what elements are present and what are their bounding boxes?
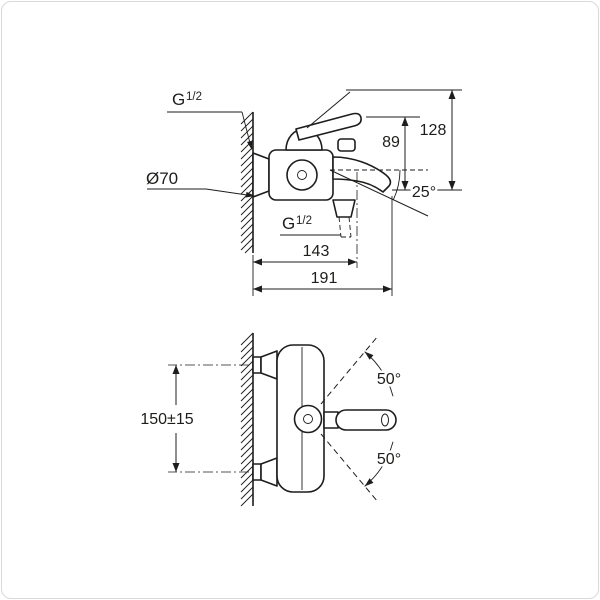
dim-spout-angle: 25° <box>329 169 439 217</box>
valve-body <box>268 149 334 201</box>
wall-section-bottom <box>240 332 254 507</box>
cartridge-circle <box>286 159 318 191</box>
mixer-plan-view <box>252 344 397 493</box>
inlet-union-upper <box>260 350 278 380</box>
diverter-knob <box>337 138 356 152</box>
dim-150: 150±15 <box>138 365 196 472</box>
bottom-view: 50° 50° 150±15 <box>138 332 404 507</box>
inlet-thread-leader <box>241 111 251 144</box>
angle-slope-line <box>329 169 429 217</box>
dim-128-arrow-bottom <box>448 181 456 190</box>
cartridge-screw <box>297 170 307 180</box>
spout-angle-label: 25° <box>412 184 436 201</box>
dim-escutcheon-diameter: Ø70 <box>144 167 255 198</box>
height-89-label: 89 <box>382 134 400 151</box>
dim-143-arrow-right <box>348 258 357 266</box>
escutcheon <box>252 152 270 198</box>
swivel-arrow-upper <box>364 351 374 360</box>
dim-shower-thread: G 1/2 <box>280 212 341 236</box>
lever-raised-line <box>306 91 351 129</box>
dim-191-arrow-left <box>253 285 262 293</box>
inlet-nut-lower <box>252 463 262 481</box>
shower-outlet-port <box>332 199 356 218</box>
dim-inlet-thread: G 1/2 <box>167 88 253 150</box>
dim-89: 89 <box>380 117 409 190</box>
dim-swivel-upper: 50° <box>320 335 404 405</box>
shower-thread-fraction: 1/2 <box>296 215 312 227</box>
handle-cap-circle <box>293 404 323 434</box>
dim-150-arrow-bottom <box>172 463 180 472</box>
height-128-label: 128 <box>420 122 447 139</box>
dim-143: 143 <box>253 241 357 266</box>
dim-150-arrow-top <box>172 365 180 374</box>
inlet-nut-upper <box>252 356 262 374</box>
dim-128-arrow-top <box>448 90 456 99</box>
swivel-line-upper <box>320 335 379 405</box>
diameter-arrow <box>245 191 255 198</box>
spout-slot <box>381 413 389 427</box>
shower-thread-label: G <box>282 214 295 233</box>
escutcheon-diameter-label: Ø70 <box>146 169 178 188</box>
inlet-distance-label: 150±15 <box>140 411 193 428</box>
swivel-lower-label: 50° <box>377 451 401 468</box>
swivel-upper-label: 50° <box>377 371 401 388</box>
shower-thread-hidden <box>338 216 352 238</box>
dim-89-arrow-top <box>401 117 409 126</box>
wall-hatch <box>240 332 254 507</box>
dim-89-arrow-bottom <box>401 181 409 190</box>
swivel-line-lower <box>320 433 379 503</box>
dim-191: 191 <box>253 268 392 293</box>
inlet-union-lower <box>260 457 278 487</box>
dim-191-arrow-right <box>383 285 392 293</box>
inlet-thread-label: G <box>172 90 185 109</box>
dim-128: 128 <box>417 90 456 190</box>
diameter-leader <box>205 188 248 196</box>
spout <box>332 156 392 193</box>
mixer-side-view <box>252 91 392 238</box>
dim-swivel-lower: 50° <box>320 433 404 503</box>
handle-cap-screw <box>303 414 313 424</box>
spout-plan <box>335 409 397 431</box>
projection-191-label: 191 <box>311 270 338 287</box>
inlet-thread-arrow <box>247 140 253 150</box>
inlet-thread-fraction: 1/2 <box>186 91 202 103</box>
lever-handle <box>295 112 362 141</box>
swivel-arrow-lower <box>364 478 374 487</box>
dim-143-arrow-left <box>253 258 262 266</box>
projection-143-label: 143 <box>303 243 330 260</box>
top-view: G 1/2 Ø70 89 <box>144 88 462 296</box>
angle-arc <box>392 169 401 200</box>
